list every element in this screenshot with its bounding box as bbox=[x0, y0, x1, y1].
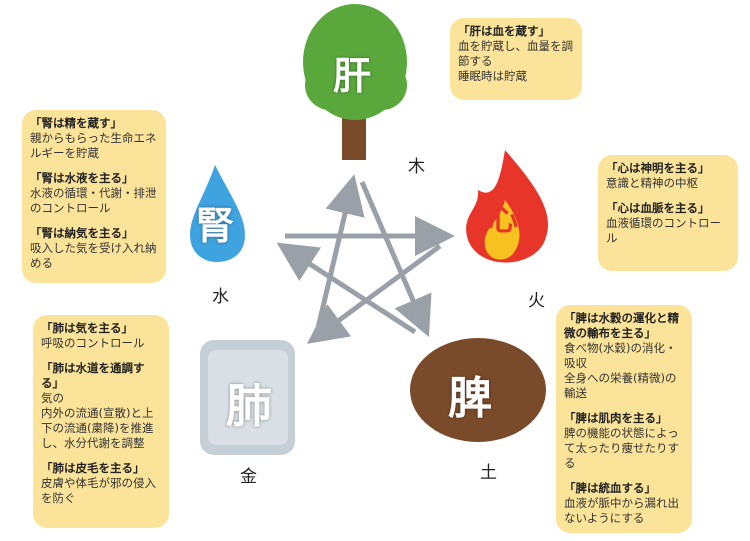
note-heading: 「肺は水道を通調する」 bbox=[41, 361, 145, 390]
tree-icon bbox=[303, 4, 407, 160]
spacer bbox=[41, 451, 161, 461]
note-text: 親からもらった生命エネルギーを貯蔵 bbox=[30, 131, 157, 160]
water-drop-icon bbox=[190, 165, 245, 262]
note-heading: 「心は血脈を主る」 bbox=[606, 201, 710, 215]
lung-char: 肺 bbox=[226, 379, 272, 433]
note-text: 水液の循環・代謝・排泄のコントロール bbox=[30, 186, 157, 215]
note-heading: 「脾は肌肉を主る」 bbox=[564, 411, 668, 425]
note-text: 吸入した気を受け入れ納める bbox=[30, 241, 157, 270]
note-text: 血液循環のコントロール bbox=[606, 216, 721, 245]
fire-icon bbox=[466, 150, 549, 263]
spacer bbox=[564, 401, 684, 411]
note-text: 全身への栄養(精微)の輸送 bbox=[564, 371, 677, 400]
note-heading: 「腎は納気を主る」 bbox=[30, 226, 134, 240]
note-text: 呼吸のコントロール bbox=[41, 336, 145, 350]
soil-ball-icon bbox=[410, 338, 546, 442]
liver-char: 肝 bbox=[333, 54, 372, 98]
note-text: 食べ物(水穀)の消化・吸収 bbox=[564, 341, 677, 370]
metal-cube-icon bbox=[200, 340, 295, 455]
heart-char: 心 bbox=[488, 203, 518, 238]
spacer bbox=[41, 351, 161, 361]
note-text: 気の bbox=[41, 391, 64, 405]
spacer bbox=[30, 216, 158, 226]
note-text: 睡眠時は貯蔵 bbox=[458, 69, 527, 83]
spacer bbox=[564, 471, 684, 481]
note-text: 脾の機能の状態によって太ったり痩せたりする bbox=[564, 426, 679, 470]
note-heading: 「脾は統血する」 bbox=[564, 481, 656, 495]
element-fire: 火 bbox=[528, 291, 545, 311]
element-water: 水 bbox=[212, 287, 229, 307]
spleen-char: 脾 bbox=[448, 373, 492, 424]
note-heading: 「肝は血を蔵す」 bbox=[458, 24, 550, 38]
note-text: 内外の流通(宣散)と上下の流通(粛降)を推進し、水分代謝を調整 bbox=[41, 406, 154, 450]
spacer bbox=[30, 161, 158, 171]
note-heading: 「脾は水穀の運化と精微の輸布を主る」 bbox=[564, 311, 679, 340]
note-text: 血を貯蔵し、血量を調節する bbox=[458, 39, 573, 68]
note-heading: 「肺は皮毛を主る」 bbox=[41, 461, 145, 475]
note-heading: 「心は神明を主る」 bbox=[606, 161, 710, 175]
lung-notes: 「肺は気を主る」呼吸のコントロール「肺は水道を通調する」気の内外の流通(宣散)と… bbox=[33, 315, 169, 528]
liver-notes: 「肝は血を蔵す」血を貯蔵し、血量を調節する睡眠時は貯蔵 bbox=[450, 18, 582, 100]
element-wood: 木 bbox=[408, 157, 425, 177]
note-heading: 「腎は精を蔵す」 bbox=[30, 116, 122, 130]
note-heading: 「肺は気を主る」 bbox=[41, 321, 133, 335]
kidney-notes: 「腎は精を蔵す」親からもらった生命エネルギーを貯蔵「腎は水液を主る」水液の循環・… bbox=[22, 110, 166, 283]
spacer bbox=[606, 191, 730, 201]
element-earth: 土 bbox=[480, 463, 497, 483]
note-text: 皮膚や体毛が邪の侵入を防ぐ bbox=[41, 476, 156, 505]
kidney-char: 腎 bbox=[196, 204, 235, 248]
star-arrows bbox=[276, 174, 455, 344]
element-metal: 金 bbox=[240, 467, 257, 487]
note-text: 血液が脈中から漏れ出ないようにする bbox=[564, 496, 679, 525]
note-heading: 「腎は水液を主る」 bbox=[30, 171, 134, 185]
note-text: 意識と精神の中枢 bbox=[606, 176, 698, 190]
spleen-notes: 「脾は水穀の運化と精微の輸布を主る」食べ物(水穀)の消化・吸収全身への栄養(精微… bbox=[556, 305, 692, 533]
heart-notes: 「心は神明を主る」意識と精神の中枢「心は血脈を主る」血液循環のコントロール bbox=[598, 155, 738, 271]
